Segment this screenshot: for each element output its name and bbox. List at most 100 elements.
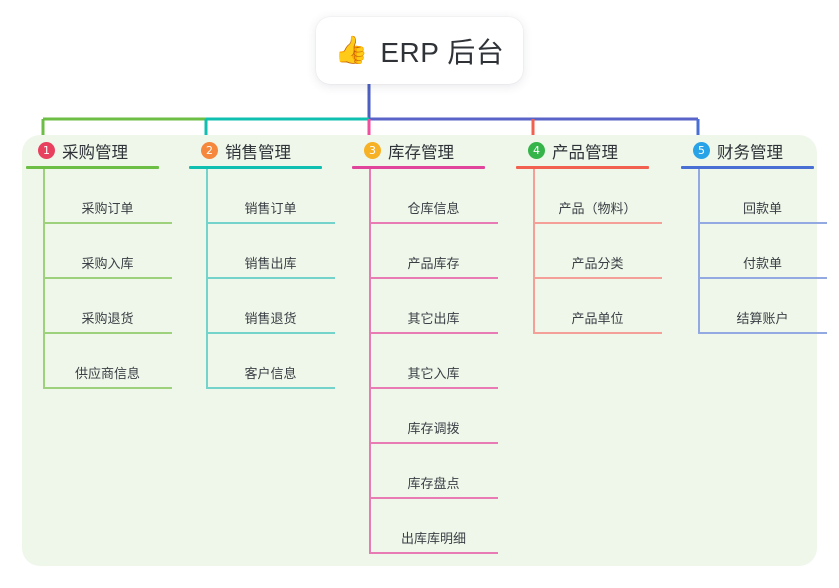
column-items: 销售订单销售出库销售退货客户信息 [206, 169, 335, 389]
column-title: 销售管理 [225, 143, 291, 162]
column-header-5[interactable]: 5 财务管理 [677, 135, 827, 166]
column-underline [516, 166, 649, 169]
list-item-underline [698, 332, 827, 334]
column-spine [369, 169, 371, 554]
module-column-采购管理: 1 采购管理采购订单采购入库采购退货供应商信息 [22, 135, 172, 389]
column-items: 产品（物料） 产品分类产品单位 [533, 169, 662, 334]
list-item-label: 产品单位 [571, 311, 624, 326]
thumbs-up-icon: 👍 [334, 35, 369, 65]
list-item[interactable]: 其它出库 [369, 279, 498, 334]
list-item[interactable]: 采购订单 [43, 169, 172, 224]
list-item-label: 销售出库 [244, 256, 297, 271]
column-items: 仓库信息产品库存其它出库其它入库库存调拨库存盘点出库库明细 [369, 169, 498, 554]
modules-board [22, 135, 817, 566]
list-item-label: 产品分类 [571, 256, 624, 271]
list-item-underline [43, 387, 172, 389]
list-item[interactable]: 库存调拨 [369, 389, 498, 444]
column-title: 产品管理 [552, 143, 618, 162]
list-item[interactable]: 仓库信息 [369, 169, 498, 224]
list-item[interactable]: 采购入库 [43, 224, 172, 279]
column-title: 库存管理 [388, 143, 454, 162]
list-item-underline [369, 387, 498, 389]
list-item[interactable]: 产品分类 [533, 224, 662, 279]
column-header-3[interactable]: 3 库存管理 [348, 135, 498, 166]
list-item-underline [698, 222, 827, 224]
list-item-label: 库存调拨 [407, 421, 460, 436]
list-item-label: 客户信息 [244, 366, 297, 381]
list-item-label: 其它入库 [407, 366, 460, 381]
number-badge-icon: 1 [38, 142, 55, 159]
list-item-underline [533, 277, 662, 279]
column-items: 回款单付款单结算账户 [698, 169, 827, 334]
column-underline [189, 166, 322, 169]
column-spine [43, 169, 45, 389]
list-item-underline [369, 277, 498, 279]
list-item[interactable]: 库存盘点 [369, 444, 498, 499]
root-node[interactable]: 👍 ERP 后台 [316, 17, 523, 84]
list-item-underline [43, 222, 172, 224]
number-badge-icon: 3 [364, 142, 381, 159]
column-header-2[interactable]: 2 销售管理 [185, 135, 335, 166]
list-item-underline [698, 277, 827, 279]
module-column-财务管理: 5 财务管理回款单付款单结算账户 [677, 135, 827, 334]
number-badge-icon: 5 [693, 142, 710, 159]
list-item[interactable]: 付款单 [698, 224, 827, 279]
list-item[interactable]: 其它入库 [369, 334, 498, 389]
list-item-underline [206, 277, 335, 279]
list-item-label: 其它出库 [407, 311, 460, 326]
list-item-underline [206, 387, 335, 389]
list-item-underline [369, 222, 498, 224]
list-item-underline [533, 222, 662, 224]
page-title: ERP 后台 [380, 36, 505, 68]
list-item-underline [369, 332, 498, 334]
list-item-underline [43, 332, 172, 334]
list-item[interactable]: 产品单位 [533, 279, 662, 334]
list-item-label: 付款单 [742, 256, 782, 271]
list-item-label: 供应商信息 [74, 366, 140, 381]
list-item-label: 结算账户 [736, 311, 789, 326]
list-item-label: 出库库明细 [400, 531, 466, 546]
column-items: 采购订单采购入库采购退货供应商信息 [43, 169, 172, 389]
list-item[interactable]: 销售退货 [206, 279, 335, 334]
list-item[interactable]: 销售出库 [206, 224, 335, 279]
number-badge-icon: 2 [201, 142, 218, 159]
list-item-label: 仓库信息 [407, 201, 460, 216]
list-item-label: 销售订单 [244, 201, 297, 216]
list-item[interactable]: 回款单 [698, 169, 827, 224]
list-item-underline [43, 277, 172, 279]
list-item[interactable]: 销售订单 [206, 169, 335, 224]
column-header-1[interactable]: 1 采购管理 [22, 135, 172, 166]
list-item[interactable]: 产品（物料） [533, 169, 662, 224]
list-item[interactable]: 客户信息 [206, 334, 335, 389]
list-item-underline [369, 552, 498, 554]
list-item[interactable]: 结算账户 [698, 279, 827, 334]
list-item-underline [206, 332, 335, 334]
list-item-label: 库存盘点 [407, 476, 460, 491]
module-column-产品管理: 4 产品管理产品（物料） 产品分类产品单位 [512, 135, 662, 334]
module-column-库存管理: 3 库存管理仓库信息产品库存其它出库其它入库库存调拨库存盘点出库库明细 [348, 135, 498, 554]
list-item-underline [533, 332, 662, 334]
column-title: 财务管理 [717, 143, 783, 162]
list-item[interactable]: 产品库存 [369, 224, 498, 279]
module-column-销售管理: 2 销售管理销售订单销售出库销售退货客户信息 [185, 135, 335, 389]
column-underline [681, 166, 814, 169]
number-badge-icon: 4 [528, 142, 545, 159]
list-item-label: 产品（物料） [558, 201, 637, 216]
list-item-underline [206, 222, 335, 224]
list-item[interactable]: 供应商信息 [43, 334, 172, 389]
column-header-4[interactable]: 4 产品管理 [512, 135, 662, 166]
list-item-label: 产品库存 [407, 256, 460, 271]
list-item-underline [369, 497, 498, 499]
list-item-label: 销售退货 [244, 311, 297, 326]
list-item[interactable]: 出库库明细 [369, 499, 498, 554]
list-item-label: 采购订单 [81, 201, 134, 216]
list-item-label: 采购入库 [81, 256, 134, 271]
column-spine [206, 169, 208, 389]
list-item[interactable]: 采购退货 [43, 279, 172, 334]
column-underline [26, 166, 159, 169]
column-underline [352, 166, 485, 169]
column-spine [698, 169, 700, 334]
list-item-label: 回款单 [742, 201, 782, 216]
column-title: 采购管理 [62, 143, 128, 162]
